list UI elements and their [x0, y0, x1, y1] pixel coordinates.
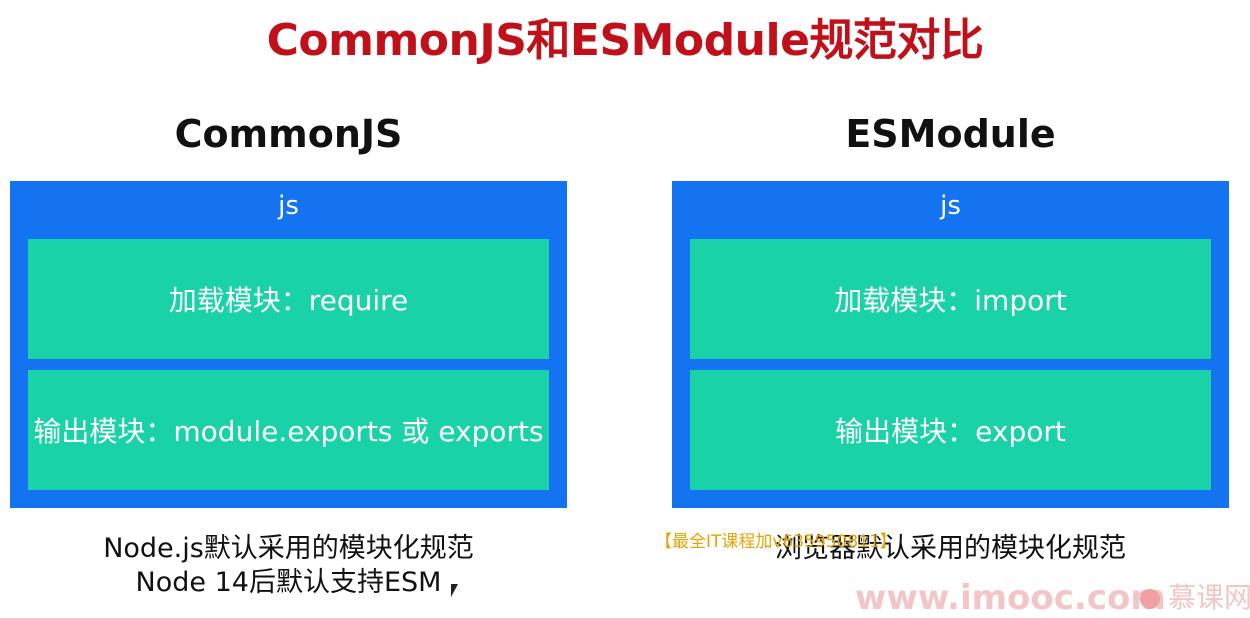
- imooc-logo-icon: [1140, 589, 1160, 609]
- watermark-brand: 慕课网: [1140, 576, 1250, 616]
- esmodule-js-box: js 加载模块：import 输出模块：export: [672, 181, 1229, 508]
- watermark-site: www.imooc.com: [855, 578, 1166, 618]
- commonjs-description: Node.js默认采用的模块化规范 Node 14后默认支持ESM: [10, 532, 567, 600]
- watermark-tag: 【最全IT课程加v635950811】: [655, 532, 897, 552]
- esmodule-load-label: 加载模块：import: [834, 284, 1067, 317]
- page-title: CommonJS和ESModule规范对比: [266, 15, 984, 66]
- commonjs-js-box: js 加载模块：require 输出模块：module.exports 或 ex…: [10, 181, 567, 508]
- commonjs-js-label: js: [278, 191, 299, 221]
- commonjs-load-box: 加载模块：require: [28, 239, 549, 359]
- esmodule-export-label: 输出模块：export: [835, 415, 1066, 448]
- commonjs-export-box: 输出模块：module.exports 或 exports: [28, 370, 549, 490]
- esmodule-desc-line: 浏览器默认采用的模块化规范: [775, 533, 1126, 564]
- commonjs-heading: CommonJS: [174, 112, 403, 156]
- esmodule-export-box: 输出模块：export: [690, 370, 1211, 490]
- watermark-brand-text: 慕课网: [1168, 581, 1250, 614]
- esmodule-js-label: js: [940, 191, 961, 221]
- commonjs-desc-line: Node 14后默认支持ESM: [135, 567, 442, 598]
- commonjs-load-label: 加载模块：require: [168, 284, 409, 317]
- commonjs-desc-line: Node.js默认采用的模块化规范: [103, 533, 474, 564]
- mouse-cursor-icon: [451, 584, 458, 597]
- esmodule-description: 浏览器默认采用的模块化规范: [672, 532, 1229, 566]
- esmodule-heading: ESModule: [845, 112, 1056, 156]
- esmodule-load-box: 加载模块：import: [690, 239, 1211, 359]
- commonjs-export-label: 输出模块：module.exports 或 exports: [33, 415, 544, 448]
